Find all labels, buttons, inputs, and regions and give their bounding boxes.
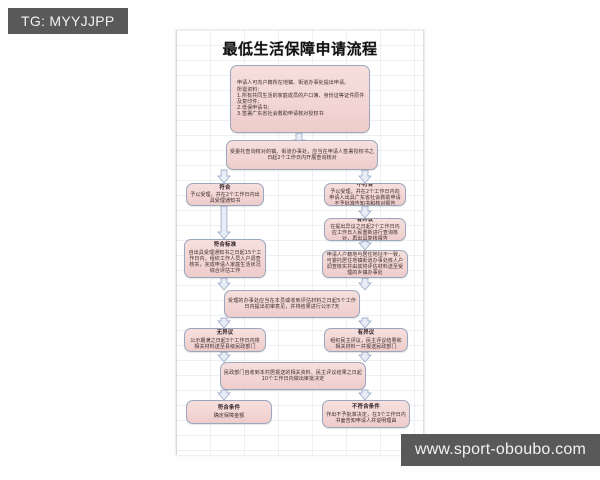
watermark-bottom-right-text: www.sport-oboubo.com <box>414 441 586 458</box>
arrow-notqualified-to-objection <box>358 205 372 219</box>
node-has-objection[interactable]: 有异议 组织民主评议，民主评议结果和相关材料一并报送民政部门 <box>324 328 408 352</box>
arrow-approval-to-conditions-not-met <box>358 389 372 401</box>
arrow-verify-to-not-qualified <box>358 169 372 184</box>
watermark-top-left: TG: MYYJJPP <box>8 8 128 34</box>
arrow-approval-to-conditions-met <box>217 389 231 401</box>
arrow-first-review-to-no-objection <box>217 317 231 329</box>
watermark-top-left-text: TG: MYYJJPP <box>21 13 115 29</box>
sheet-left-edge <box>176 30 177 455</box>
node-not-qualified[interactable]: 不符合 予以受理，并在2个工作日内向申请人出具广东省社会救助申请不予批准告知书和… <box>324 183 406 206</box>
node-conditions-not-met[interactable]: 不符合条件 作出不予批准决定，在3个工作日内书面告知申请人并说明理由 <box>322 400 410 428</box>
sheet-right-edge <box>423 30 424 455</box>
page-title: 最低生活保障申请流程 <box>222 40 378 58</box>
node-no-objection[interactable]: 无异议 公示期满之日起3个工作日内将相关材料送至县级民政部门 <box>184 328 266 352</box>
arrow-has-objection-to-approval <box>358 351 372 363</box>
node-qualified[interactable]: 符合 予以受理，并在2个工作日内出具受理通知书 <box>186 183 264 206</box>
arrow-meets-standard-to-first-review <box>217 277 231 291</box>
arrow-qualified-to-meets-standard <box>217 205 231 240</box>
node-meets-standard[interactable]: 符合标准 自出具受理通知书之日起15个工作日内，组织工作人员入户调查核实，完成申… <box>184 239 266 278</box>
arrow-residence-to-first-review <box>358 277 372 291</box>
node-application[interactable]: 申请人可向户籍所在地镇、街道办事处提出申请。 所需资料： 1.所有共同生活的家庭… <box>230 65 370 133</box>
arrow-objection-to-residence <box>358 240 372 251</box>
node-objection[interactable]: 有异议 在提出异议之日起2个工作日内应工作日人民重新进行查询核对，再出具复核报告 <box>324 218 406 241</box>
node-approval-decision[interactable]: 民政部门自收到本村居报送的相关资料、民主评议结果之日起10个工作日内做出审批决定 <box>220 362 366 390</box>
node-different-residence[interactable]: 申请人户籍地与居住地址不一致，可委托居住地镇街道办事处核人户调查核实并由其将评估… <box>322 250 408 278</box>
node-first-review[interactable]: 受理的办事处应当在本员或收到评估材料之日起5个工作日内提出初审意见，并将结果进行… <box>224 290 360 318</box>
node-verification[interactable]: 受委托查询核对的镇、街道办事处，应当在申请人签署授权书之日起2个工作日内开展查询… <box>226 140 378 170</box>
arrow-first-review-to-has-objection <box>358 317 372 329</box>
arrow-verify-to-qualified <box>217 169 231 184</box>
flowchart-document: 最低生活保障申请流程 <box>176 30 424 455</box>
node-conditions-met[interactable]: 符合条件 确定保障金额 <box>186 400 272 424</box>
arrow-no-objection-to-approval <box>217 351 231 363</box>
watermark-bottom-right: www.sport-oboubo.com <box>400 434 600 466</box>
